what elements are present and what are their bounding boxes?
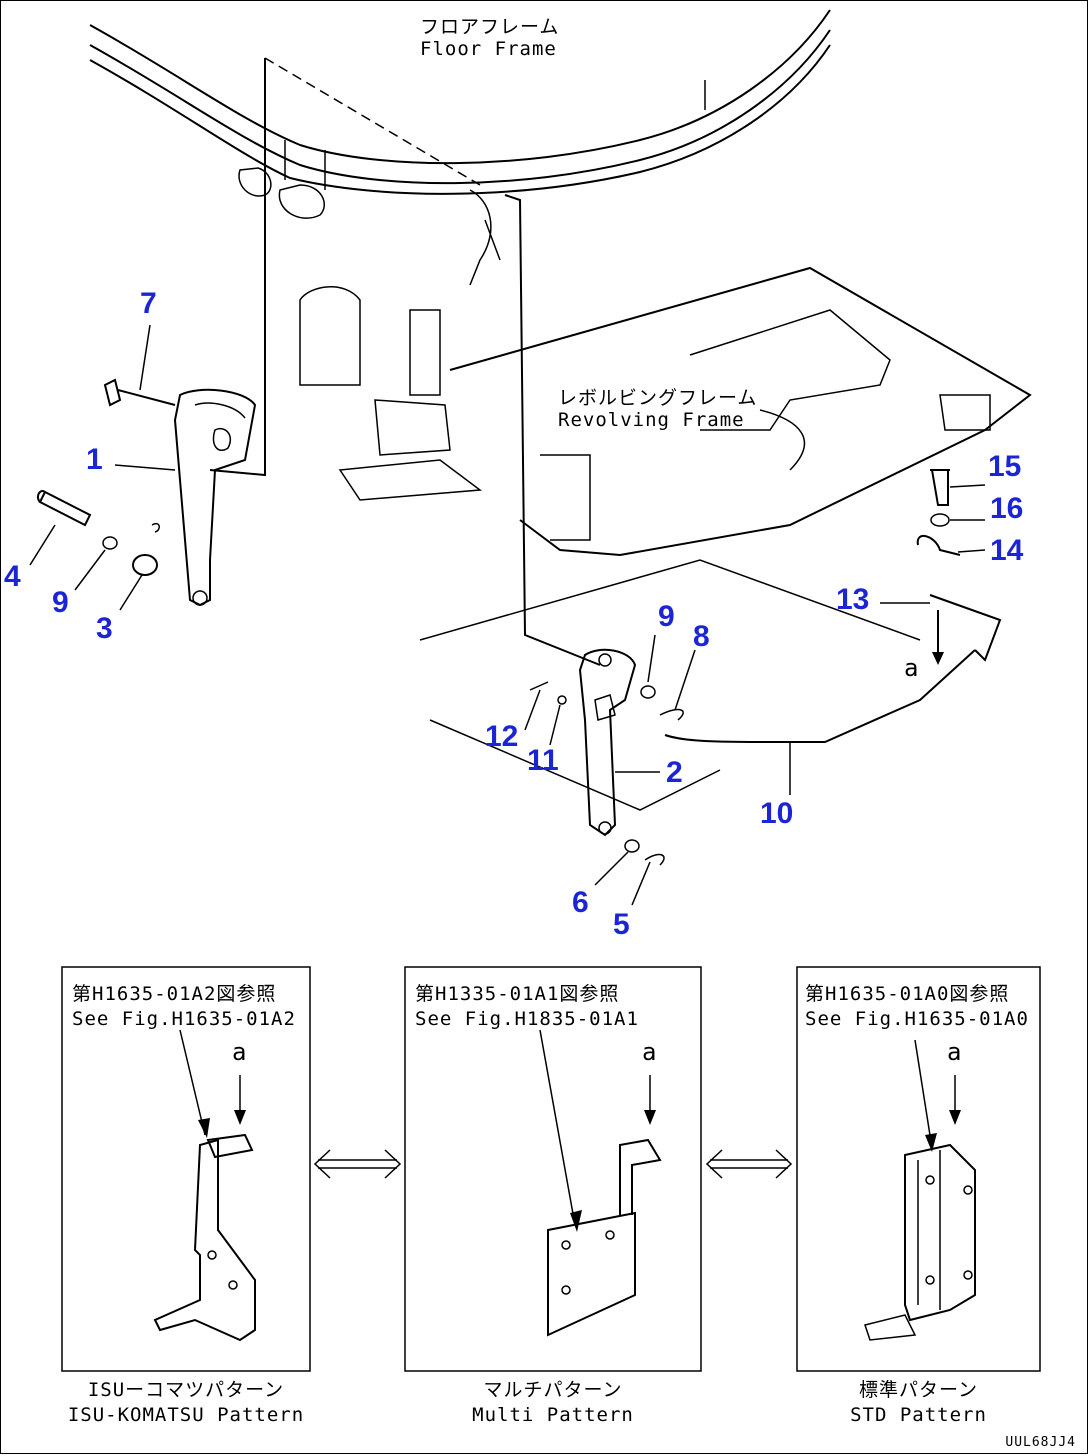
- washer-part-6: [624, 839, 640, 853]
- inset-2-pattern-ja: マルチパターン: [483, 1379, 623, 1401]
- rod-part-10: [664, 649, 976, 743]
- part-number-8: 8: [693, 620, 710, 653]
- inset-2-pattern-en: Multi Pattern: [472, 1404, 634, 1426]
- inset-3-pattern-ja: 標準パターン: [858, 1379, 979, 1401]
- bolt-part-7: [103, 378, 176, 407]
- floor-frame-label-en: Floor Frame: [420, 38, 557, 60]
- inset-1-bracket: [153, 1029, 256, 1342]
- bracket-part-1: [173, 388, 257, 607]
- part-number-1: 1: [86, 443, 103, 476]
- clip-left: [151, 522, 160, 533]
- revolving-frame-label-en: Revolving Frame: [558, 409, 745, 431]
- inset-box-multi: [404, 966, 702, 1372]
- inset-1-pattern-en: ISU-KOMATSU Pattern: [67, 1404, 305, 1426]
- part-number-9-left: 9: [52, 586, 69, 619]
- drawing-code: UUL68JJ4: [1005, 1435, 1076, 1450]
- floor-frame-label-ja: フロアフレーム: [420, 16, 560, 38]
- nut-part-3: [132, 554, 158, 576]
- inset-1-pattern-ja: ISUーコマツパターン: [87, 1379, 285, 1401]
- part-number-3: 3: [96, 612, 113, 645]
- inset-2-bracket: [539, 1029, 662, 1337]
- part-number-4: 4: [4, 560, 21, 593]
- double-arrow-1: [313, 1149, 402, 1179]
- part-number-7: 7: [140, 287, 157, 320]
- part-number-14: 14: [990, 534, 1024, 567]
- part-number-6: 6: [572, 886, 589, 919]
- arrow-a-main-head: [932, 652, 944, 665]
- pin-part-5: [644, 853, 665, 866]
- inset-1-ref-en: See Fig.H1635-01A2: [72, 1008, 296, 1030]
- part-number-16: 16: [990, 492, 1024, 525]
- pin-part-12: [529, 681, 549, 691]
- part-number-12: 12: [485, 720, 519, 753]
- revolving-frame-label-ja: レボルビングフレーム: [558, 387, 758, 409]
- inset-2-ref-en: See Fig.H1835-01A1: [415, 1008, 639, 1030]
- callout-a-inset-2: a: [642, 1038, 657, 1066]
- inset-3-bracket: [864, 1039, 976, 1341]
- inset-3-ref-ja: 第H1635-01A0図参照: [805, 983, 1010, 1005]
- mount-dash-line: [264, 57, 481, 186]
- washer-part-9-left: [102, 536, 118, 550]
- inset-3-pattern-en: STD Pattern: [850, 1404, 987, 1426]
- inset-box-std: [796, 966, 1041, 1372]
- bracket-part-2: [578, 648, 637, 837]
- callout-a-main: a: [904, 654, 919, 682]
- part-number-2: 2: [666, 756, 683, 789]
- inset-box-isu: [61, 966, 311, 1372]
- inset-1-ref-ja: 第H1635-01A2図参照: [72, 983, 277, 1005]
- part-number-9-right: 9: [658, 600, 675, 633]
- floor-frame-drawing: [89, 9, 831, 286]
- revolving-frame-drawing: [299, 266, 1032, 811]
- callout-a-inset-3: a: [947, 1038, 962, 1066]
- part-number-10: 10: [760, 797, 794, 830]
- part-number-11: 11: [527, 744, 559, 777]
- lever-part-13: [929, 594, 1002, 662]
- inset-3-ref-en: See Fig.H1635-01A0: [805, 1008, 1029, 1030]
- pin-part-4: [36, 490, 92, 527]
- part-number-5: 5: [613, 908, 630, 941]
- leader-lines: [29, 324, 986, 906]
- bolt-part-15: [930, 469, 950, 506]
- mount-plate-right: [504, 194, 601, 666]
- washer-part-11: [557, 695, 567, 705]
- clip-part-14: [916, 535, 961, 556]
- washer-part-9-right: [640, 685, 656, 699]
- pin-part-8: [659, 708, 684, 721]
- part-number-15: 15: [988, 450, 1022, 483]
- callout-a-inset-1: a: [232, 1038, 247, 1066]
- washer-part-16: [930, 513, 950, 527]
- double-arrow-2: [705, 1149, 793, 1179]
- part-number-13: 13: [836, 583, 870, 616]
- inset-2-ref-ja: 第H1335-01A1図参照: [415, 983, 620, 1005]
- mount-plate-left: [209, 58, 266, 477]
